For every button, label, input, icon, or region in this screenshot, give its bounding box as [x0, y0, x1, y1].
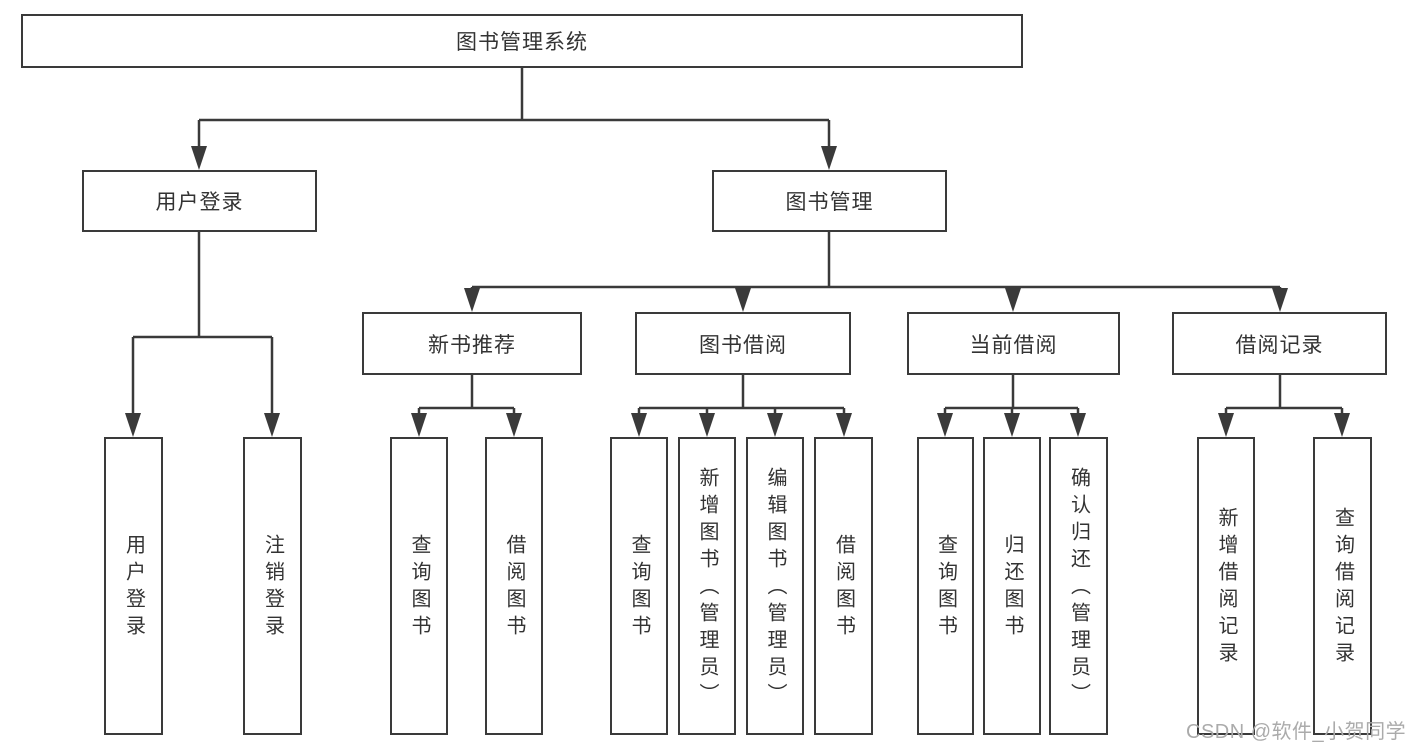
watermark: CSDN @软件_小贺同学 — [1186, 721, 1405, 743]
leaf-bb-add-book-admin: 新增图书（管理员） — [678, 437, 736, 735]
node-borrow-records: 借阅记录 — [1172, 312, 1387, 375]
leaf-bb-edit-book-admin: 编辑图书（管理员） — [746, 437, 804, 735]
leaf-logout: 注销登录 — [243, 437, 302, 735]
node-book-mgmt: 图书管理 — [712, 170, 947, 232]
leaf-br-query-record: 查询借阅记录 — [1313, 437, 1372, 735]
node-root: 图书管理系统 — [21, 14, 1023, 68]
node-new-book-rec: 新书推荐 — [362, 312, 582, 375]
leaf-cb-query-book: 查询图书 — [917, 437, 974, 735]
leaf-cb-return-book: 归还图书 — [983, 437, 1041, 735]
leaf-user-login: 用户登录 — [104, 437, 163, 735]
leaf-br-add-record: 新增借阅记录 — [1197, 437, 1255, 735]
node-current-borrow: 当前借阅 — [907, 312, 1120, 375]
leaf-bb-borrow-book: 借阅图书 — [814, 437, 873, 735]
leaf-cb-confirm-return-admin: 确认归还（管理员） — [1049, 437, 1108, 735]
leaf-nbr-borrow-book: 借阅图书 — [485, 437, 543, 735]
node-user-login: 用户登录 — [82, 170, 317, 232]
leaf-bb-query-book: 查询图书 — [610, 437, 668, 735]
node-book-borrow: 图书借阅 — [635, 312, 851, 375]
leaf-nbr-query-book: 查询图书 — [390, 437, 448, 735]
